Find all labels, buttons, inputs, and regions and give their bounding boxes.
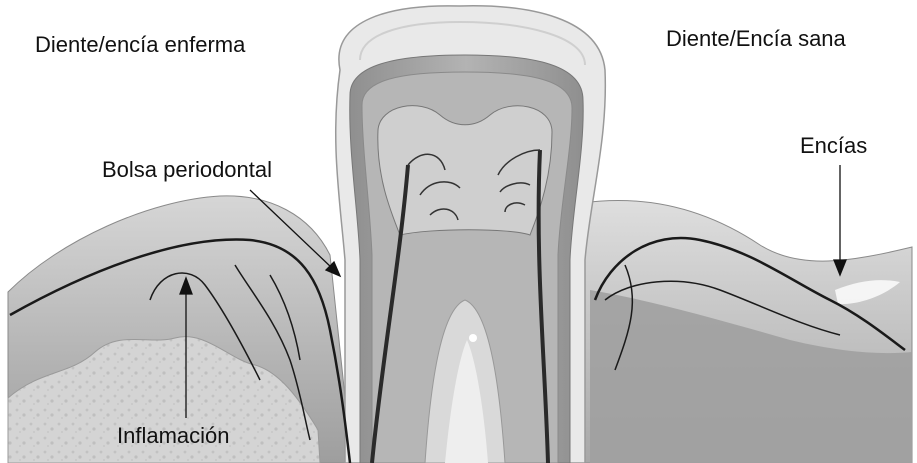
root-apex-highlight — [469, 334, 477, 342]
label-healthy-tooth-gum: Diente/Encía sana — [666, 28, 846, 50]
label-gums: Encías — [800, 135, 867, 157]
label-inflammation: Inflamación — [117, 425, 230, 447]
label-periodontal-pocket: Bolsa periodontal — [102, 159, 272, 181]
arrow-gums — [834, 165, 846, 275]
label-diseased-tooth-gum: Diente/encía enferma — [35, 34, 245, 56]
